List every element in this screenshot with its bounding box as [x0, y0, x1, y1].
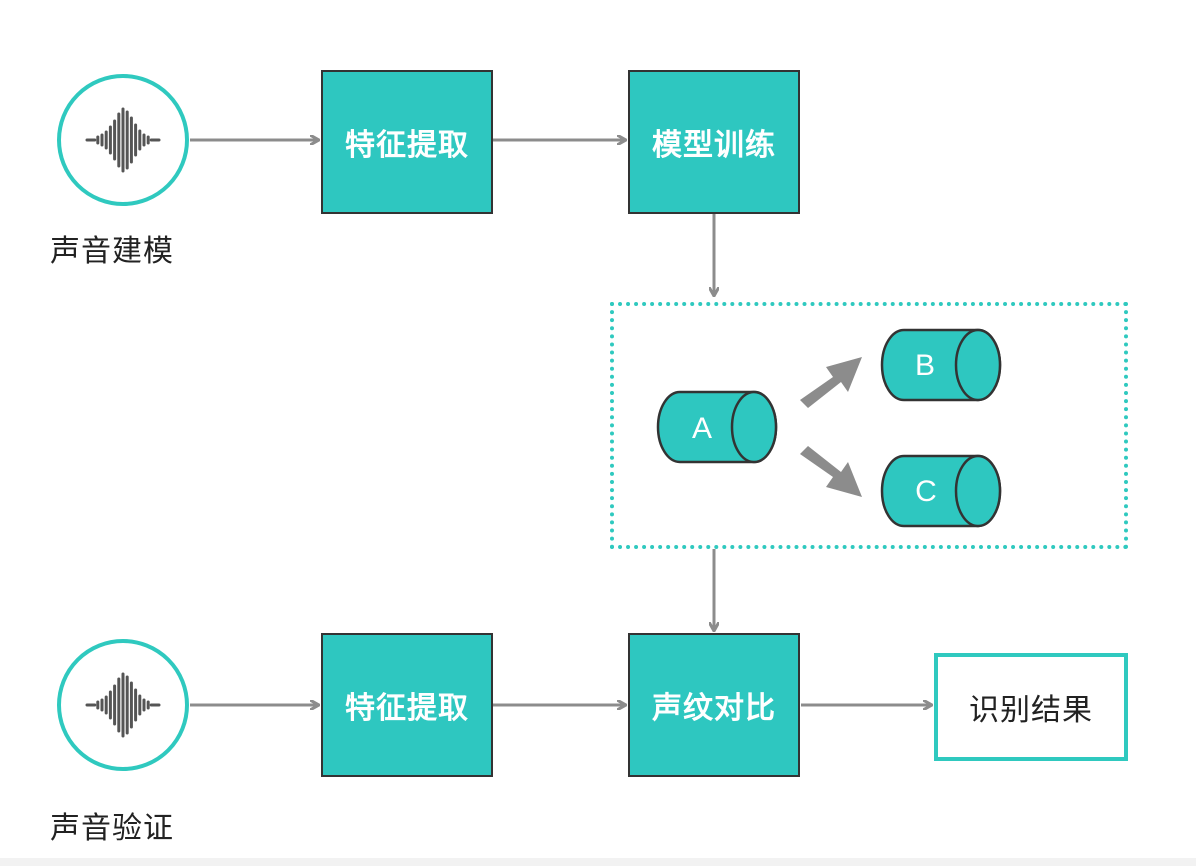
model-c-cylinder: C: [880, 454, 1002, 528]
model-training-box: 模型训练: [628, 70, 800, 214]
enroll-mic-icon: [57, 74, 189, 206]
model-b-label: B: [915, 349, 935, 382]
arrow-a-to-c: [800, 446, 862, 497]
verify-mic-icon: [57, 639, 189, 771]
sound-wave-icon: [85, 107, 161, 173]
feature-extract-box-bottom: 特征提取: [321, 633, 493, 777]
model-c-label: C: [915, 475, 937, 508]
model-a-label: A: [692, 412, 712, 445]
enroll-caption: 声音建模: [50, 234, 174, 269]
verify-caption: 声音验证: [50, 811, 174, 846]
recognition-result-box: 识别结果: [934, 653, 1128, 761]
voiceprint-compare-box: 声纹对比: [628, 633, 800, 777]
model-a-cylinder: A: [656, 390, 778, 464]
model-group-frame: [610, 302, 1128, 549]
arrow-a-to-b: [800, 357, 862, 408]
feature-extract-box-top: 特征提取: [321, 70, 493, 214]
sound-wave-icon: [85, 672, 161, 738]
model-b-cylinder: B: [880, 328, 1002, 402]
bottom-strip: [0, 858, 1196, 866]
